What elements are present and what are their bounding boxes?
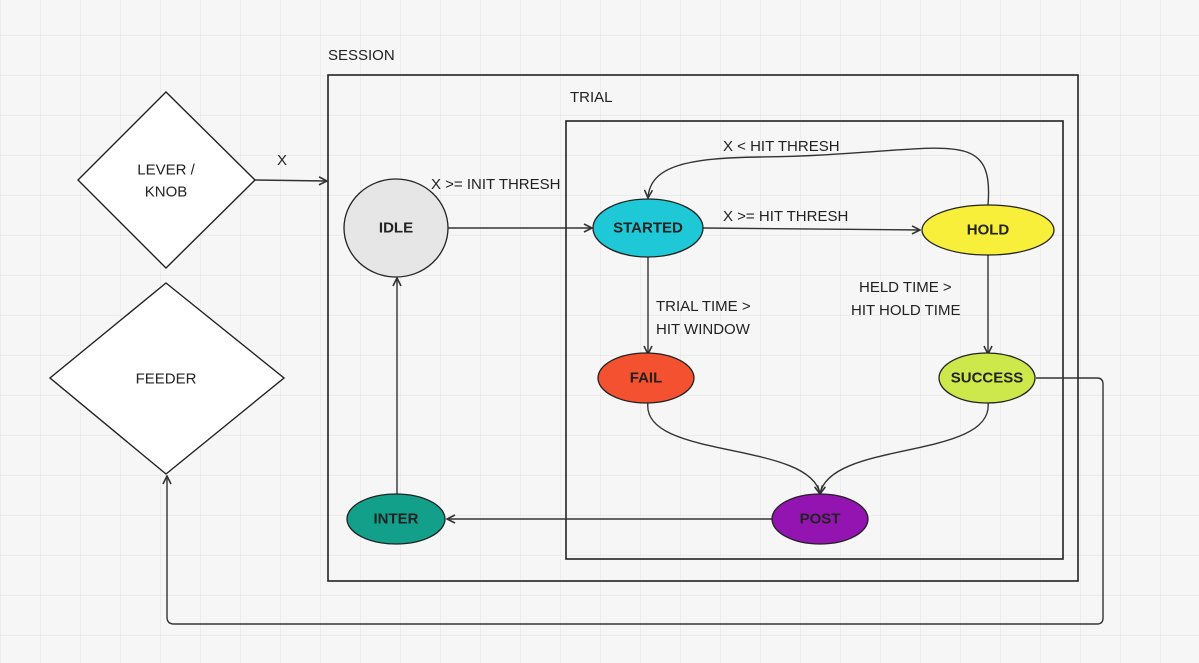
edge-label-held-time-line2: HIT HOLD TIME — [851, 302, 960, 319]
state-hold-label: HOLD — [967, 222, 1010, 239]
feeder-label: FEEDER — [136, 371, 197, 388]
edge-label-held-time-line1: HELD TIME > — [859, 279, 952, 296]
edge-fail-to-post — [647, 401, 820, 494]
state-idle-label: IDLE — [379, 220, 413, 237]
state-idle[interactable]: IDLE — [343, 178, 449, 278]
edge-label-hit-thresh: X >= HIT THRESH — [723, 208, 848, 225]
session-frame — [327, 74, 1079, 582]
edge-label-below-hit-thresh: X < HIT THRESH — [723, 138, 840, 155]
trial-frame — [565, 120, 1064, 560]
lever-knob-label-line2: KNOB — [145, 184, 188, 201]
state-started[interactable]: STARTED — [592, 198, 704, 258]
edge-label-init-thresh: X >= INIT THRESH — [431, 176, 561, 193]
edge-label-x: X — [277, 152, 287, 169]
state-fail-label: FAIL — [630, 370, 663, 387]
trial-label: TRIAL — [570, 89, 613, 106]
edge-success-to-post — [820, 401, 989, 494]
state-post-label: POST — [800, 511, 841, 528]
edge-success-to-feeder — [167, 377, 1104, 625]
state-inter-label: INTER — [374, 511, 419, 528]
state-success[interactable]: SUCCESS — [938, 352, 1036, 404]
state-hold[interactable]: HOLD — [921, 204, 1055, 256]
state-started-label: STARTED — [613, 220, 683, 237]
lever-knob-label-line1: LEVER / — [137, 162, 195, 179]
state-fail[interactable]: FAIL — [597, 352, 695, 404]
edge-started-to-hold — [702, 228, 920, 230]
edge-lever-to-session — [254, 180, 327, 181]
state-success-label: SUCCESS — [951, 370, 1024, 387]
lever-knob-node[interactable]: LEVER / KNOB — [77, 91, 256, 269]
edge-hold-to-started — [648, 147, 990, 206]
feeder-node[interactable]: FEEDER — [48, 282, 286, 475]
session-label: SESSION — [328, 47, 395, 64]
edge-label-trial-time-line2: HIT WINDOW — [656, 321, 751, 338]
state-post[interactable]: POST — [771, 493, 869, 545]
state-inter[interactable]: INTER — [346, 493, 446, 545]
edge-label-trial-time-line1: TRIAL TIME > — [656, 298, 751, 315]
